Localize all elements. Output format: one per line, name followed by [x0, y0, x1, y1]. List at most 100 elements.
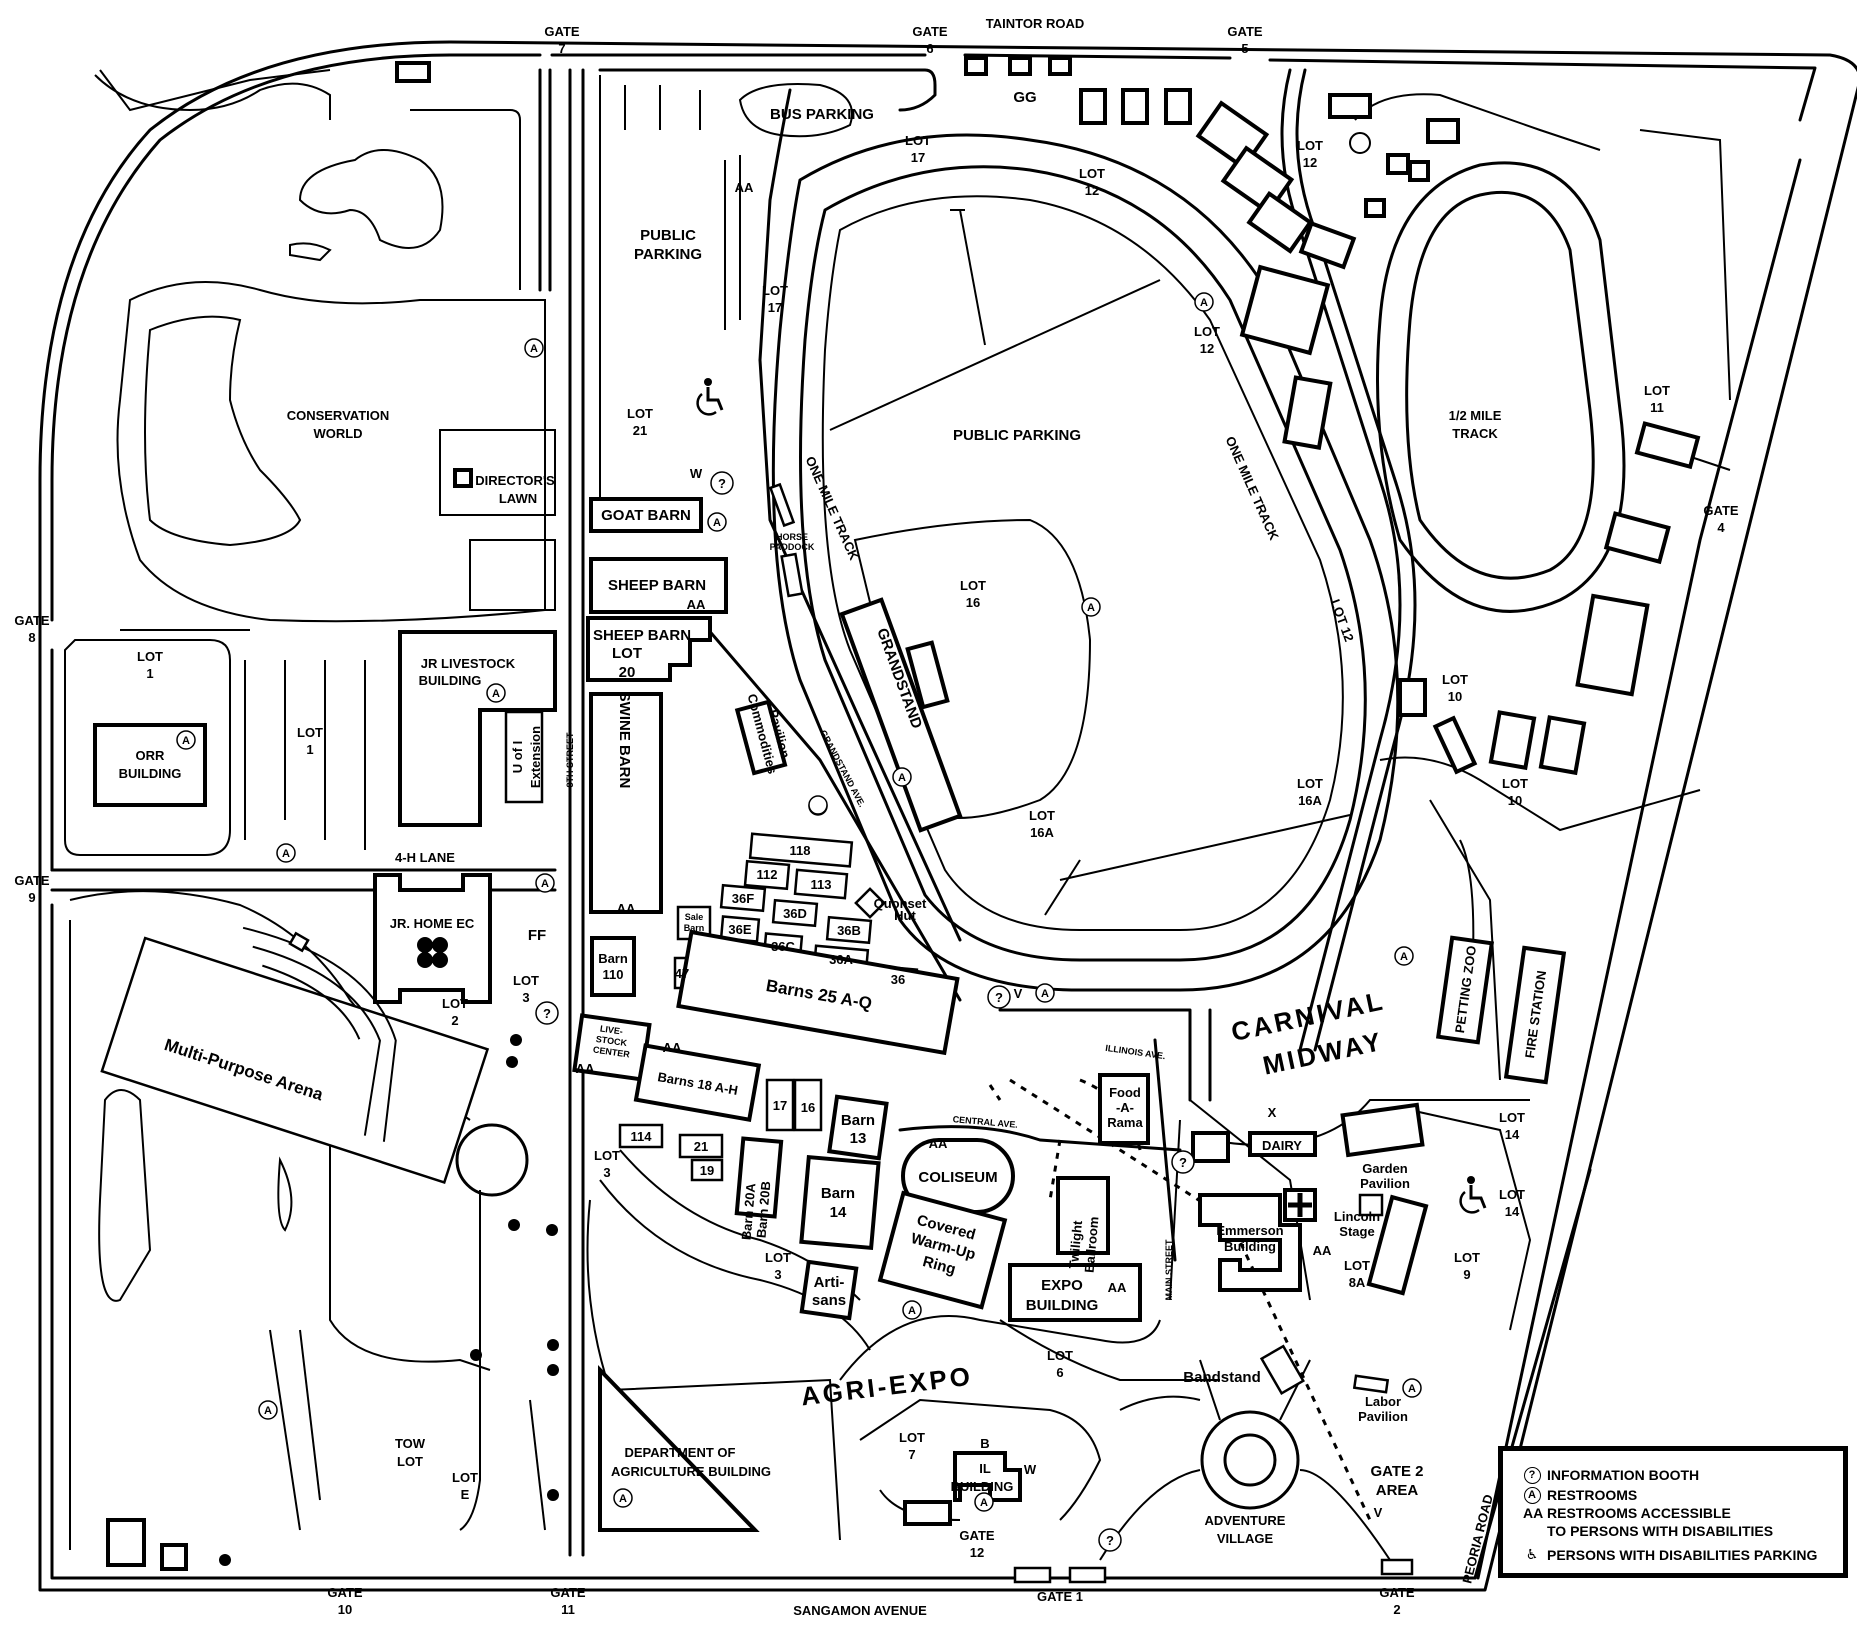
public-parking-left: PUBLIC — [640, 227, 696, 244]
labels: TAINTOR ROAD SANGAMON AVENUE PEORIA ROAD… — [14, 16, 1738, 1618]
restroom-label: A — [980, 1497, 988, 1509]
v-marker: V — [1014, 986, 1023, 1001]
restroom-label: A — [1041, 988, 1049, 1000]
restroom-label: A — [530, 343, 538, 355]
accessible-parking-icon — [696, 378, 724, 416]
barn-36e: 36E — [728, 922, 751, 937]
artisans-l2: sans — [812, 1292, 846, 1309]
gate-4: GATE — [1703, 503, 1738, 518]
accessible-restroom-markers: AA AA AA AA AA AA AA AA — [576, 180, 1332, 1295]
lot-e: LOT — [452, 1470, 478, 1485]
twilight-ballroom-l2: Ballroom — [1082, 1216, 1102, 1273]
lot-16a-1: LOT — [1029, 808, 1055, 823]
info-label: ? — [995, 990, 1003, 1005]
horse-paddock-l2: PADDOCK — [770, 542, 815, 552]
restroom-label: A — [1087, 602, 1095, 614]
food-a-rama-l3: Rama — [1107, 1115, 1143, 1130]
gate-4-num: 4 — [1717, 520, 1725, 535]
lot-e-num: E — [461, 1487, 470, 1502]
lot-8a-num: 8A — [1349, 1275, 1366, 1290]
food-a-rama: Food — [1109, 1085, 1141, 1100]
lot-17b: LOT — [762, 283, 788, 298]
lot-10b: LOT — [1502, 776, 1528, 791]
accessible-parking-icon — [1459, 1176, 1487, 1214]
legend-parking-text: PERSONS WITH DISABILITIES PARKING — [1547, 1546, 1818, 1563]
horse-paddock: HORSE — [776, 532, 808, 542]
wheelchair-icon: ♿ — [1525, 1546, 1539, 1562]
bandstand: Bandstand — [1183, 1369, 1261, 1386]
lot-17b-num: 17 — [768, 300, 782, 315]
gate-11-num: 11 — [561, 1602, 575, 1617]
ff-label: FF — [528, 927, 546, 944]
sale-barn: Sale — [685, 912, 704, 922]
gate-7-num: 7 — [558, 41, 565, 56]
gate-7: GATE — [544, 24, 579, 39]
gate-2: GATE — [1379, 1585, 1414, 1600]
lot-3a-num: 3 — [522, 990, 529, 1005]
lot-2-num: 2 — [451, 1013, 458, 1028]
goat-barn: GOAT BARN — [601, 507, 691, 524]
markers: A A A A A A A A A A A A A A A A A ? ? ? … — [176, 180, 1487, 1552]
barn-21: 21 — [694, 1139, 708, 1154]
lot-14a-num: 14 — [1505, 1127, 1520, 1142]
lot-7-num: 7 — [908, 1447, 915, 1462]
livestock-center: LIVE- — [599, 1023, 623, 1036]
lot-3c-num: 3 — [774, 1267, 781, 1282]
adventure-village-l2: VILLAGE — [1217, 1531, 1274, 1546]
road-taintor: TAINTOR ROAD — [986, 16, 1084, 31]
garden-pavilion: Garden — [1362, 1161, 1408, 1176]
restroom-label: A — [1200, 297, 1208, 309]
expo-building-l2: BUILDING — [1026, 1297, 1099, 1314]
lot-16a-2-num: 16A — [1298, 793, 1322, 808]
gate-2-area: GATE 2 — [1370, 1463, 1423, 1480]
lot-16a-2: LOT — [1297, 776, 1323, 791]
restroom-label: A — [541, 878, 549, 890]
il-building-l2: BUILDING — [951, 1479, 1014, 1494]
bus-parking: BUS PARKING — [770, 106, 874, 123]
legend-accessible-text: RESTROOMS ACCESSIBLE — [1547, 1505, 1731, 1521]
legend-parking-row: ♿ PERSONS WITH DISABILITIES PARKING — [1523, 1546, 1818, 1563]
lot-3c: LOT — [765, 1250, 791, 1265]
gate-9-num: 9 — [28, 890, 35, 905]
coliseum: COLISEUM — [918, 1169, 997, 1186]
lot-21-num: 21 — [633, 423, 647, 438]
lot-6: LOT — [1047, 1348, 1073, 1363]
lot-1a: LOT — [137, 649, 163, 664]
lot-3a: LOT — [513, 973, 539, 988]
internal-roads — [50, 68, 1731, 1561]
swine-barn: SWINE BARN — [616, 692, 633, 789]
lot-21: LOT — [627, 406, 653, 421]
restroom-markers: A A A A A A A A A A A A A A A A A — [176, 292, 1422, 1512]
info-label: ? — [718, 476, 726, 491]
jr-livestock: JR LIVESTOCK — [421, 656, 516, 671]
lot-20: LOT — [612, 645, 642, 662]
livestock-center-l2: STOCK — [595, 1034, 628, 1048]
aa-label: AA — [576, 1061, 595, 1076]
restroom-label: A — [1408, 1383, 1416, 1395]
u-of-i-extension-l2: Extension — [528, 726, 543, 788]
lot-1a-num: 1 — [146, 666, 153, 681]
barn-14: Barn — [821, 1185, 855, 1202]
legend-restrooms-text: RESTROOMS — [1547, 1486, 1638, 1503]
aa-label: AA — [735, 180, 754, 195]
gate-6: GATE — [912, 24, 947, 39]
lot-12a-num: 12 — [1085, 183, 1099, 198]
restroom-label: A — [1400, 951, 1408, 963]
lot-16: LOT — [960, 578, 986, 593]
legend-restroom-row: A RESTROOMS — [1523, 1485, 1637, 1504]
restroom-label: A — [908, 1305, 916, 1317]
lot-14b: LOT — [1499, 1187, 1525, 1202]
aa-label: AA — [663, 1040, 682, 1055]
il-building-w: W — [1024, 1462, 1037, 1477]
tow-lot: TOW — [395, 1436, 426, 1451]
directors-lawn-l2: LAWN — [499, 491, 537, 506]
gate-11: GATE — [550, 1585, 585, 1600]
restroom-label: A — [898, 772, 906, 784]
lot-10b-num: 10 — [1508, 793, 1522, 808]
x-marker: X — [1268, 1105, 1277, 1120]
adventure-village: ADVENTURE — [1205, 1513, 1286, 1528]
barn-14-l2: 14 — [830, 1204, 847, 1221]
expo-building: EXPO — [1041, 1277, 1083, 1294]
lot-12d: LOT 12 — [1328, 597, 1357, 644]
